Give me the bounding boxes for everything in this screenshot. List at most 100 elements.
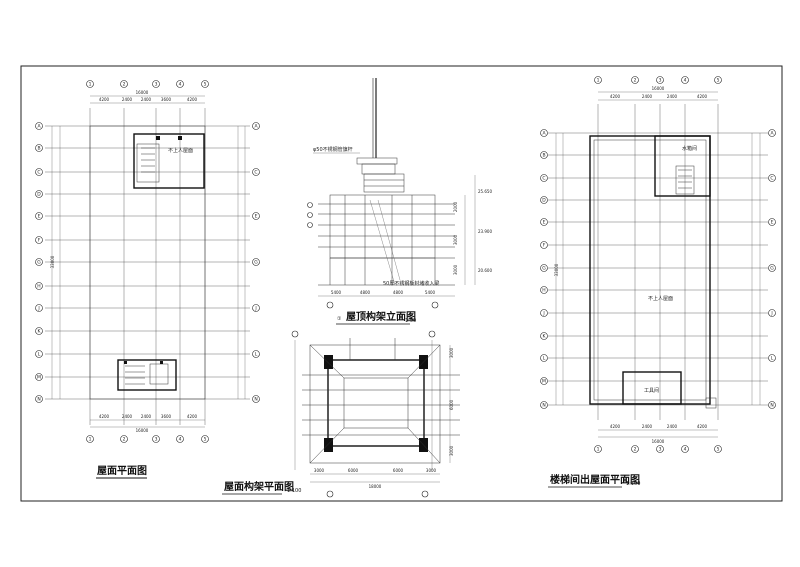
svg-text:1: 1 — [597, 78, 600, 84]
svg-text:J: J — [542, 311, 544, 317]
right-plan-horizontal-grid — [548, 132, 768, 406]
svg-text:B: B — [37, 146, 40, 152]
elevation-bottom-dim: 5400 — [331, 290, 342, 295]
svg-text:L: L — [255, 352, 258, 358]
svg-text:J: J — [37, 306, 39, 312]
elevation-level: 25.650 — [478, 189, 492, 194]
svg-text:N: N — [37, 397, 40, 403]
elevation-bottom-bubbles — [326, 301, 439, 309]
svg-text:3: 3 — [659, 447, 662, 453]
svg-text:J: J — [254, 306, 256, 312]
svg-text:E: E — [38, 214, 41, 220]
elevation-level: 23.900 — [478, 229, 492, 234]
svg-text:L: L — [543, 356, 546, 362]
right-plan-water-tank-room: 水箱间 — [654, 135, 711, 197]
right-plan-top-dim: 2400 — [667, 94, 678, 99]
left-plan-right-axis-bubbles: A C E G J L N — [252, 122, 260, 403]
right-plan-bottom-dim: 2400 — [642, 424, 653, 429]
svg-text:K: K — [543, 334, 547, 340]
left-plan-top-dim: 3600 — [161, 97, 172, 102]
left-plan-bottom-stair-box — [117, 359, 177, 391]
right-plan-top-dim: 4200 — [610, 94, 621, 99]
svg-text:A: A — [770, 131, 774, 137]
svg-text:1: 1 — [597, 447, 600, 453]
elevation-right-dim: 2000 — [453, 201, 458, 212]
svg-text:A: A — [37, 124, 41, 130]
svg-text:3: 3 — [155, 437, 158, 443]
svg-text:1: 1 — [89, 437, 92, 443]
structure-plan-bottom-dim: 3000 — [426, 468, 437, 473]
elevation-bottom-dim: 4800 — [360, 290, 371, 295]
left-plan-top-dim: 4200 — [99, 97, 110, 102]
svg-text:4: 4 — [684, 447, 687, 453]
roof-frame-structure-plan: 3000 6000 3000 3000 6000 6000 3000 18000… — [222, 330, 460, 498]
left-plan-top-stair-box: 不上人屋面 — [133, 133, 205, 189]
structure-plan-right-dim: 3000 — [449, 347, 454, 358]
svg-text:3: 3 — [659, 78, 662, 84]
svg-text:N: N — [542, 403, 545, 409]
right-plan-roof-label: 不上人屋面 — [648, 295, 673, 302]
structure-plan-bottom-dim: 3000 — [314, 468, 325, 473]
svg-text:2: 2 — [123, 82, 126, 88]
right-plan-water-tank-label: 水箱间 — [682, 145, 697, 152]
svg-text:J: J — [770, 311, 772, 317]
svg-text:D: D — [542, 198, 546, 204]
svg-text:D: D — [37, 192, 41, 198]
structure-plan-bottom-bubbles — [326, 490, 429, 498]
left-plan-bottom-dim: 4200 — [187, 414, 198, 419]
svg-text:L: L — [771, 356, 774, 362]
left-plan-bottom-dim: 3600 — [161, 414, 172, 419]
right-plan-top-dim: 4200 — [697, 94, 708, 99]
left-plan-bottom-total: 16000 — [136, 428, 149, 433]
svg-text:2: 2 — [634, 447, 637, 453]
structure-plan-bottom-total: 18000 — [369, 484, 382, 489]
elevation-left-bubbles — [307, 202, 313, 228]
left-plan-title: 屋面平面图 — [97, 465, 147, 477]
svg-text:G: G — [770, 266, 774, 272]
svg-text:5: 5 — [204, 82, 207, 88]
right-plan-bottom-bubbles: 1 2 3 4 5 — [594, 445, 722, 453]
right-plan-tool-room-label: 工具间 — [644, 387, 659, 394]
right-plan-top-bubbles: 1 2 3 4 5 — [594, 76, 722, 84]
elevation-scale: 1:50 — [405, 318, 416, 324]
svg-text:N: N — [254, 397, 257, 403]
svg-text:H: H — [37, 284, 40, 290]
svg-text:4: 4 — [179, 437, 182, 443]
svg-text:5: 5 — [717, 447, 720, 453]
elevation-number: ① — [337, 316, 342, 322]
structure-plan-right-dim: 3000 — [449, 445, 454, 456]
svg-text:E: E — [771, 220, 774, 226]
svg-text:G: G — [542, 266, 546, 272]
right-plan-title: 楼梯间出屋面平面图 — [550, 473, 640, 486]
right-stair-roof-plan: 1 2 3 4 5 16000 4200 2400 2400 4200 — [540, 76, 776, 488]
structure-plan-right-dim: 6000 — [449, 399, 454, 410]
svg-text:C: C — [37, 170, 40, 176]
left-plan-bottom-dim: 4200 — [99, 414, 110, 419]
svg-text:L: L — [38, 352, 41, 358]
left-plan-bottom-axis-bubbles: 1 2 3 4 5 — [86, 435, 209, 443]
svg-text:M: M — [542, 379, 546, 385]
left-plan-top-dim: 2400 — [122, 97, 133, 102]
svg-text:C: C — [770, 176, 773, 182]
left-plan-left-axis-bubbles: A B C D E F G H J K L M N — [35, 122, 43, 403]
elevation-title: 屋顶构架立面图 — [346, 310, 416, 323]
svg-text:F: F — [38, 238, 41, 244]
svg-text:4: 4 — [179, 82, 182, 88]
right-plan-bottom-total: 16000 — [652, 439, 665, 444]
svg-text:1: 1 — [89, 82, 92, 88]
left-plan-bottom-dim: 2400 — [122, 414, 133, 419]
right-plan-total-height: 33000 — [554, 263, 559, 276]
svg-text:C: C — [542, 176, 545, 182]
structure-plan-bottom-dim: 6000 — [393, 468, 404, 473]
structure-plan-scale: 1:100 — [287, 488, 301, 494]
svg-text:A: A — [254, 124, 258, 130]
svg-text:H: H — [542, 288, 545, 294]
structure-plan-title: 屋面构架平面图 — [224, 480, 294, 493]
svg-text:G: G — [37, 260, 41, 266]
svg-text:F: F — [543, 243, 546, 249]
left-plan-total-height: 33000 — [50, 255, 55, 268]
elevation-right-dim: 3000 — [453, 234, 458, 245]
left-plan-bottom-dim: 2400 — [141, 414, 152, 419]
left-plan-top-total: 16000 — [136, 90, 149, 95]
